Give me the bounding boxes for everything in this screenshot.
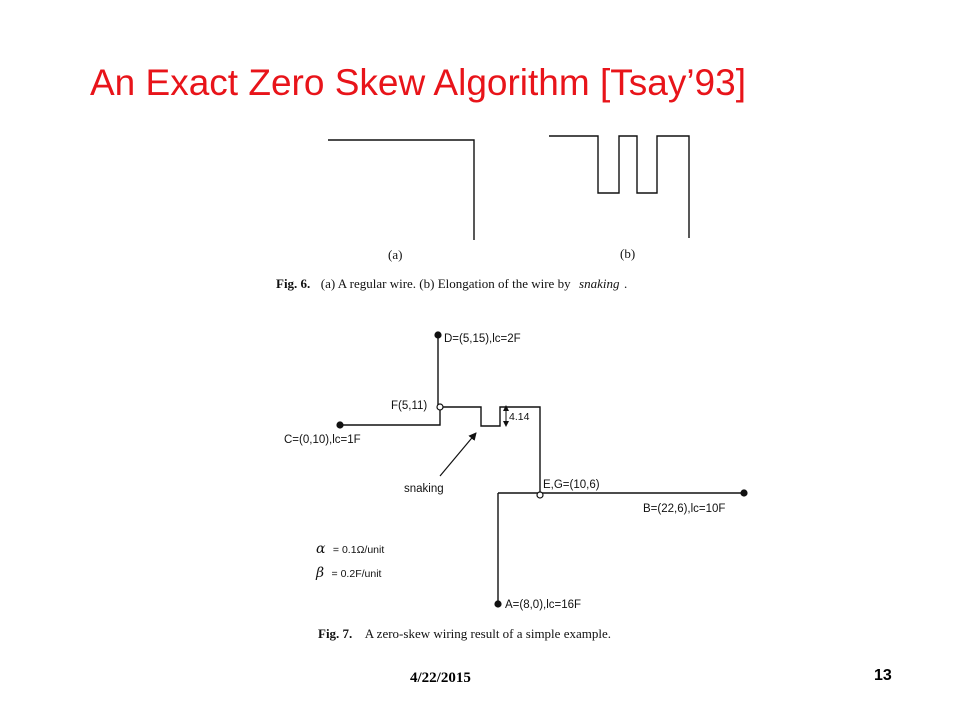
beta-value: = 0.2F/unit <box>332 568 382 580</box>
dimension-label: 4.14 <box>509 411 530 423</box>
page-number: 13 <box>874 667 892 684</box>
fig7-caption: Fig. 7. A zero-skew wiring result of a s… <box>318 625 611 642</box>
node-eg-merge <box>536 491 544 499</box>
alpha-symbol: α <box>316 541 326 557</box>
fig6b-label: (b) <box>620 246 635 261</box>
fig7-caption-prefix: Fig. 7. <box>318 626 352 641</box>
fig6a-regular-wire <box>328 139 475 240</box>
param-alpha: α = 0.1Ω/unit <box>316 540 384 557</box>
fig7-caption-body: A zero-skew wiring result of a simple ex… <box>365 626 611 641</box>
fig6b-snaked-wire <box>549 135 690 238</box>
fig6-caption-suffix: . <box>624 276 627 291</box>
snaking-arrow <box>439 432 477 477</box>
fig7-wiring <box>340 335 744 604</box>
fig6-caption: Fig. 6. (a) A regular wire. (b) Elongati… <box>276 275 627 292</box>
fig6-caption-emphasis: snaking <box>579 276 620 291</box>
node-a-dot <box>494 600 502 608</box>
snaking-label: snaking <box>404 483 444 495</box>
fig6a-label: (a) <box>388 247 402 262</box>
node-d-dot <box>434 331 442 339</box>
beta-symbol: β <box>315 565 324 581</box>
fig6-caption-body: (a) A regular wire. (b) Elongation of th… <box>321 276 571 291</box>
fig6-caption-prefix: Fig. 6. <box>276 276 310 291</box>
node-b-label: B=(22,6),lc=10F <box>643 503 725 515</box>
slide-title: An Exact Zero Skew Algorithm [Tsay’93] <box>90 62 746 103</box>
node-f-label: F(5,11) <box>391 400 427 412</box>
param-beta: β = 0.2F/unit <box>315 564 382 581</box>
footer-date: 4/22/2015 <box>410 670 471 686</box>
node-c-label: C=(0,10),lc=1F <box>284 434 361 446</box>
node-b-dot <box>740 489 748 497</box>
node-d-label: D=(5,15),lc=2F <box>444 333 521 345</box>
node-f-merge <box>436 403 444 411</box>
node-c-dot <box>336 421 344 429</box>
node-eg-label: E,G=(10,6) <box>543 479 600 491</box>
alpha-value: = 0.1Ω/unit <box>333 544 384 556</box>
node-a-label: A=(8,0),lc=16F <box>505 599 581 611</box>
